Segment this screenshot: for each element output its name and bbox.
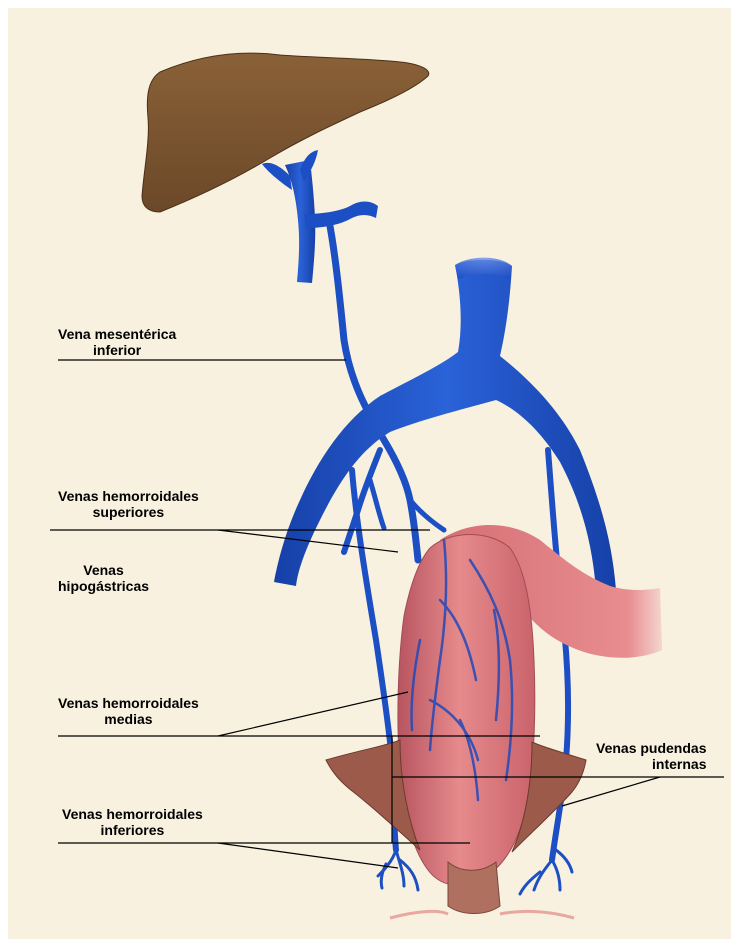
label-line: medias [58,711,199,727]
label-venas-hipogastricas: Venas hipogástricas [58,562,149,594]
splenic-vein [304,202,378,229]
label-line: Vena mesentérica [58,326,176,342]
rectum [398,535,535,886]
label-line: Venas hemorroidales [62,806,203,822]
label-vena-mesenterica-inferior: Vena mesentérica inferior [58,326,176,358]
label-venas-hemorroidales-inferiores: Venas hemorroidales inferiores [62,806,203,838]
label-venas-pudendas-internas: Venas pudendas internas [596,740,706,772]
label-line: superiores [58,504,199,520]
pointer-line-inferiores-diag [218,843,398,868]
label-venas-hemorroidales-superiores: Venas hemorroidales superiores [58,488,199,520]
label-line: Venas hemorroidales [58,695,199,711]
label-line: Venas [58,562,149,578]
superior-hemorrhoidal-vein-branch [370,480,384,528]
label-line: inferior [58,342,176,358]
label-line: inferiores [62,822,203,838]
pointer-line-medias-diag [218,692,408,736]
label-line: internas [596,756,706,772]
label-line: Venas pudendas [596,740,706,756]
anal-canal [448,862,500,914]
label-line: hipogástricas [58,578,149,594]
label-venas-hemorroidales-medias: Venas hemorroidales medias [58,695,199,727]
liver [142,53,429,212]
label-line: Venas hemorroidales [58,488,199,504]
